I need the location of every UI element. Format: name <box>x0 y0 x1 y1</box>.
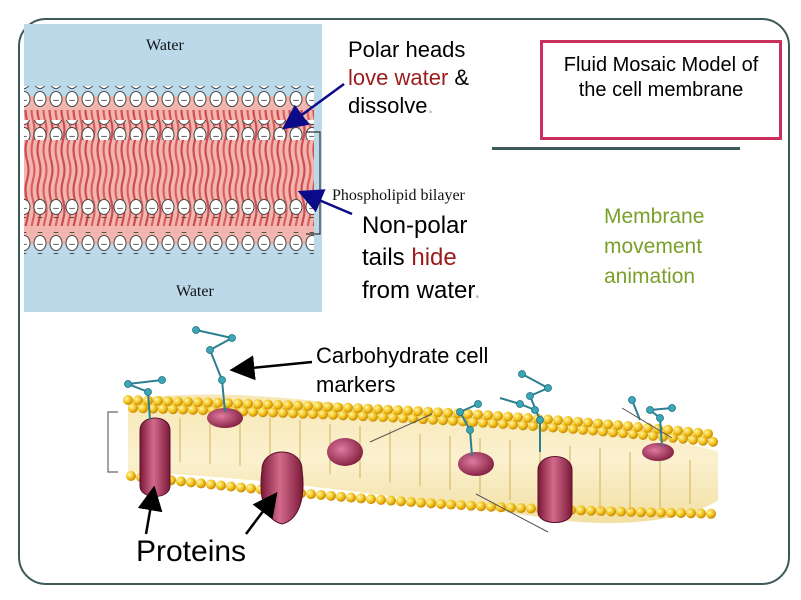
nonpolar-dot: . <box>474 276 481 304</box>
nonpolar-tails: tails <box>362 244 412 272</box>
title-underline <box>492 147 740 150</box>
phospholipid-bilayer-label: Phospholipid bilayer <box>332 187 466 204</box>
nonpolar-from-water: from water <box>362 276 475 304</box>
polar-dissolve: dissolve <box>348 92 428 118</box>
bilayer-inset: Water Water Phospholipid bilayer <box>24 24 466 312</box>
polar-amp: & <box>448 64 470 90</box>
polar-line1: Polar heads <box>348 37 466 62</box>
polar-dot: . <box>427 92 434 118</box>
carbohydrate-label: Carbohydrate cell markers <box>316 343 489 397</box>
slide-frame <box>18 18 790 585</box>
carbohydrate-arrow <box>229 355 313 381</box>
water-bottom-label: Water <box>176 283 214 300</box>
title-box: Fluid Mosaic Model of the cell membrane <box>540 40 782 140</box>
membrane-animation-link-text[interactable]: Membrane movement animation <box>604 205 705 288</box>
nonpolar-hide: hide <box>411 244 457 272</box>
page-title: Fluid Mosaic Model of the cell membrane <box>563 54 759 101</box>
membrane-animation-link[interactable]: Membrane movement animation <box>604 202 734 291</box>
polar-heads-label: Polar heads love water & dissolve. <box>348 36 469 120</box>
protein-arrow-left <box>137 485 163 535</box>
nonpolar-line1: Non-polar <box>362 212 468 239</box>
polar-love-water: love water <box>348 64 449 90</box>
nonpolar-tails-arrow <box>297 189 353 216</box>
protein-arrow-right <box>245 492 278 535</box>
polar-heads-arrow <box>281 82 345 130</box>
proteins-label: Proteins <box>136 535 247 568</box>
water-top-label: Water <box>146 37 184 54</box>
nonpolar-tails-label: Non-polar tails hide from water. <box>362 210 481 307</box>
